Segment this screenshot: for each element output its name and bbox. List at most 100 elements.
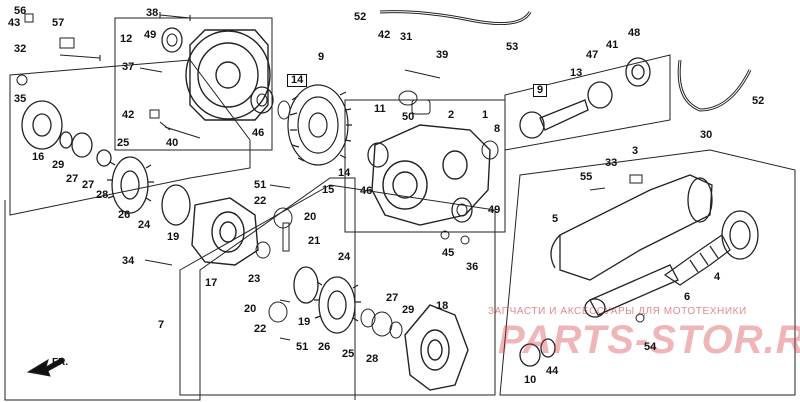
part-number-callout: 41 — [606, 39, 619, 51]
part-number-callout: 27 — [66, 173, 79, 185]
part-number-callout: 1 — [482, 109, 489, 121]
watermark-line1: ЗАПЧАСТИ И АКСЕССУАРЫ ДЛЯ МОТОТЕХНИКИ — [488, 306, 747, 317]
side-gear-right — [293, 266, 319, 304]
part-number-callout: 12 — [120, 33, 133, 45]
part-number-callout: 19 — [298, 316, 311, 328]
spider-gear-lower — [268, 301, 288, 323]
part-number-callout: 22 — [254, 195, 267, 207]
part-number-callout: 17 — [205, 277, 218, 289]
hose-clamp — [59, 37, 75, 49]
part-number-callout: 38 — [146, 7, 159, 19]
part-number-callout: 9 — [533, 84, 548, 97]
front-direction-label: FR. — [52, 357, 69, 368]
part-number-callout: 28 — [96, 189, 109, 201]
part-number-callout: 44 — [546, 365, 559, 377]
part-number-callout: 26 — [118, 209, 131, 221]
part-number-callout: 22 — [254, 323, 267, 335]
part-number-callout: 27 — [82, 179, 95, 191]
side-gear-left — [161, 184, 191, 226]
bearing-case-upper — [481, 140, 499, 160]
part-number-callout: 35 — [14, 93, 27, 105]
part-number-callout: 49 — [488, 204, 501, 216]
part-number-callout: 27 — [386, 292, 399, 304]
part-number-callout: 8 — [494, 123, 501, 135]
bearing-case-lower — [451, 197, 473, 223]
part-number-callout: 48 — [628, 27, 641, 39]
part-number-callout: 51 — [296, 341, 309, 353]
bearing-front-cover — [161, 27, 183, 53]
part-number-callout: 11 — [374, 103, 386, 115]
part-number-callout: 29 — [402, 304, 415, 316]
group-outline-front-cover — [114, 17, 273, 151]
part-number-callout: 9 — [318, 51, 325, 63]
part-number-callout: 31 — [400, 31, 413, 43]
part-number-callout: 49 — [144, 29, 157, 41]
part-number-callout: 28 — [366, 353, 379, 365]
small-nut — [24, 13, 34, 23]
spacer-ring — [277, 100, 291, 120]
oil-seal-case — [367, 142, 389, 168]
part-number-callout: 47 — [586, 49, 599, 61]
part-number-callout: 30 — [700, 129, 713, 141]
part-number-callout: 29 — [52, 159, 65, 171]
part-number-callout: 57 — [52, 17, 65, 29]
part-number-callout: 14 — [287, 74, 308, 87]
spider-shaft — [282, 222, 290, 252]
part-number-callout: 43 — [8, 17, 21, 29]
part-number-callout: 45 — [442, 247, 455, 259]
shaft-housing — [550, 174, 759, 281]
part-number-callout: 21 — [308, 235, 321, 247]
part-number-callout: 34 — [122, 255, 135, 267]
part-number-callout: 23 — [248, 273, 261, 285]
rear-cover — [404, 304, 469, 391]
part-number-callout: 5 — [552, 213, 559, 225]
part-number-callout: 39 — [436, 49, 449, 61]
part-number-callout: 19 — [167, 231, 180, 243]
part-number-callout: 53 — [506, 41, 519, 53]
breather-tube-right — [677, 59, 752, 112]
cam-gear-left — [107, 156, 154, 214]
part-number-callout: 24 — [338, 251, 351, 263]
part-number-callout: 52 — [752, 95, 765, 107]
part-number-callout: 20 — [304, 211, 317, 223]
differential-case — [191, 197, 259, 266]
front-cover — [185, 29, 271, 121]
part-number-callout: 3 — [632, 145, 639, 157]
drive-shaft — [519, 264, 679, 367]
part-number-callout: 4 — [714, 271, 721, 283]
part-number-callout: 18 — [436, 300, 449, 312]
part-number-callout: 32 — [14, 43, 27, 55]
part-number-callout: 10 — [524, 374, 537, 386]
o-ring-case — [398, 90, 418, 106]
filler-cap — [411, 99, 431, 115]
part-number-callout: 26 — [318, 341, 331, 353]
part-number-callout: 46 — [360, 185, 373, 197]
part-number-callout: 50 — [402, 111, 415, 123]
pinion-gear — [519, 57, 651, 139]
nut — [149, 109, 160, 119]
part-number-callout: 54 — [644, 341, 657, 353]
part-number-callout: 13 — [570, 67, 583, 79]
boot — [663, 234, 731, 286]
part-number-callout: 6 — [684, 291, 691, 303]
part-number-callout: 42 — [122, 109, 135, 121]
ring-gear — [287, 84, 352, 166]
part-number-callout: 14 — [338, 167, 351, 179]
thrust-washer — [255, 241, 271, 259]
part-number-callout: 37 — [122, 61, 135, 73]
bearing-front-cover-lower — [250, 86, 274, 114]
front-direction-arrow — [26, 357, 65, 377]
part-number-callout: 16 — [32, 151, 45, 163]
group-outline-bearing-set — [179, 184, 496, 396]
watermark-line2: PARTS-STOR.RU — [498, 318, 800, 362]
group-outline-differential-upper — [9, 59, 251, 216]
part-number-callout: 52 — [354, 11, 367, 23]
part-number-callout: 51 — [254, 179, 267, 191]
part-number-callout: 46 — [252, 127, 265, 139]
part-number-callout: 25 — [117, 137, 130, 149]
part-number-callout: 25 — [342, 348, 355, 360]
part-number-callout: 33 — [605, 157, 618, 169]
group-outline-case — [344, 99, 506, 233]
